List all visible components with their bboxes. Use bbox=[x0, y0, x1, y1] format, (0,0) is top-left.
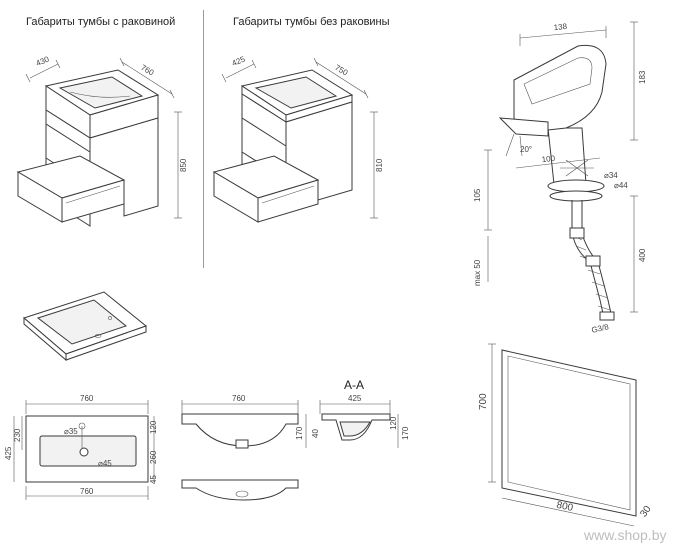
sink-elevation-drawing: 760 170 bbox=[181, 394, 307, 501]
faucet-height-label: 183 bbox=[638, 70, 647, 84]
faucet-deck-max-label: max 50 bbox=[473, 259, 482, 286]
sink-elev-width-label: 760 bbox=[232, 394, 246, 403]
faucet-hole34-label: ⌀34 bbox=[604, 171, 618, 180]
section-aa-170-label: 170 bbox=[401, 426, 410, 440]
sink-plan-260-label: 260 bbox=[149, 450, 158, 464]
mirror-height-label: 700 bbox=[478, 393, 489, 410]
caption-without-sink: Габариты тумбы без раковины bbox=[233, 16, 390, 28]
cabinet2-height-label: 810 bbox=[375, 158, 384, 172]
faucet-body-height-label: 105 bbox=[473, 188, 482, 202]
sink-plan-45-label: 45 bbox=[149, 475, 158, 484]
cabinet-with-sink-drawing: 430 760 850 bbox=[16, 54, 188, 227]
faucet-angle-label: 20° bbox=[520, 145, 532, 154]
faucet-hole44-label: ⌀44 bbox=[614, 181, 628, 190]
faucet-hose-label: 400 bbox=[638, 248, 647, 262]
sink-plan-width-bottom-label: 760 bbox=[80, 487, 94, 496]
panel-divider bbox=[203, 10, 204, 268]
section-aa-120-label: 120 bbox=[389, 416, 398, 430]
sink-plan-depth-label: 425 bbox=[4, 446, 13, 460]
section-aa-lip-label: 40 bbox=[311, 429, 320, 438]
sink-plan-width-top-label: 760 bbox=[80, 394, 94, 403]
sink-plan-230-label: 230 bbox=[13, 428, 22, 442]
sink-plan-120-label: 120 bbox=[149, 420, 158, 434]
sink-plan-drawing: ⌀35 ⌀45 760 760 425 230 120 260 45 bbox=[4, 394, 158, 500]
mirror-width-label: 800 bbox=[555, 500, 574, 514]
section-aa-title: A-A bbox=[344, 378, 364, 392]
faucet-thread-label: G3/8 bbox=[591, 322, 610, 335]
sink-hole35-label: ⌀35 bbox=[64, 427, 78, 436]
cabinet2-width-label: 750 bbox=[333, 63, 350, 78]
cabinet1-height-label: 850 bbox=[179, 158, 188, 172]
section-aa-depth-label: 425 bbox=[348, 394, 362, 403]
section-aa-drawing: A-A 425 40 120 170 bbox=[311, 378, 410, 448]
faucet-drawing: 20° 138 183 100 ⌀34 ⌀44 105 max 50 400 G… bbox=[473, 21, 647, 335]
sink-elev-height-label: 170 bbox=[295, 426, 304, 440]
faucet-reach-label: 138 bbox=[553, 22, 568, 32]
cabinet-without-sink-drawing: 425 750 810 bbox=[212, 54, 384, 223]
mirror-thickness-label: 30 bbox=[638, 504, 654, 520]
cabinet1-width-label: 760 bbox=[139, 63, 156, 78]
cabinet1-depth-label: 430 bbox=[35, 54, 51, 68]
sink-iso-drawing bbox=[22, 291, 148, 362]
faucet-offset-label: 100 bbox=[541, 154, 556, 164]
mirror-drawing: 700 800 30 bbox=[478, 343, 654, 527]
watermark-text: www.shop.by bbox=[583, 527, 666, 543]
caption-with-sink: Габариты тумбы с раковиной bbox=[26, 16, 176, 28]
sink-hole45-label: ⌀45 bbox=[98, 459, 112, 468]
cabinet2-depth-label: 425 bbox=[231, 54, 247, 68]
